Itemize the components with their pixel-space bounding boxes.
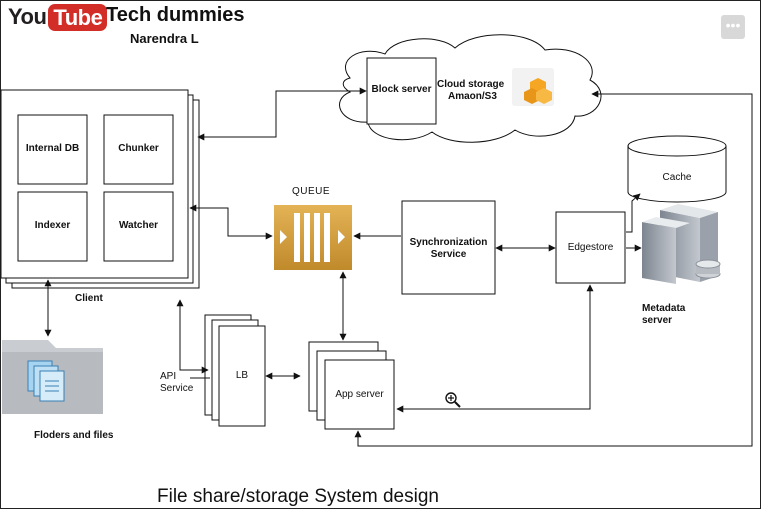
cloud-storage-sub-label: Amaon/S3 [448,91,497,102]
internal-db-label: Internal DB [25,143,80,154]
connectors [44,87,753,447]
arrow-edgestore-cache [626,193,641,233]
sync-service-sub-label: Service [430,249,467,260]
folder-icon [2,340,103,414]
client-label: Client [75,293,103,304]
cache-cylinder [627,135,727,203]
channel-name[interactable]: Tech dummies [106,4,245,26]
indexer-label: Indexer [34,220,71,231]
api-label: API [160,371,177,382]
queue-label: QUEUE [292,186,331,197]
metadata-server-icon [642,204,721,284]
watcher-box [103,191,174,262]
cache-label: Cache [662,172,692,183]
arrow-client-blockserver [197,87,367,141]
cloud-storage-label: Cloud storage [437,79,505,90]
sync-service-label: Synchronization [409,237,488,248]
app-server-label: App server [335,389,384,400]
chunker-label: Chunker [118,143,159,154]
block-server-label: Block server [371,84,432,95]
queue-icon [274,205,352,270]
zoom-cursor-icon [445,392,461,408]
watcher-label: Watcher [118,220,159,231]
logo-you: You [8,4,47,29]
diagram-title: File share/storage System design [157,486,439,507]
internal-db-box [17,114,88,185]
aws-s3-icon [512,68,554,106]
folders-label: Floders and files [34,430,114,441]
logo-tube: Tube [48,3,108,31]
ellipsis-icon[interactable]: ••• [721,15,745,39]
indexer-box [17,191,88,262]
app-server-box [308,341,395,430]
metadata-sub-label: server [642,315,673,326]
author-name: Narendra L [130,31,199,46]
lb-label: LB [235,370,249,381]
chunker-box [103,114,174,185]
client-box [0,89,200,289]
arrow-api-lb [176,299,209,374]
arrow-edgestore-appserver [396,284,594,413]
metadata-label: Metadata [642,303,686,314]
api-sub-label: Service [160,383,194,394]
lb-box [204,314,266,427]
edgestore-label: Edgestore [567,242,614,253]
arrow-client-queue [189,204,273,240]
arrow-cloud-appserver [354,90,753,447]
youtube-logo[interactable]: You Tube [8,3,108,31]
